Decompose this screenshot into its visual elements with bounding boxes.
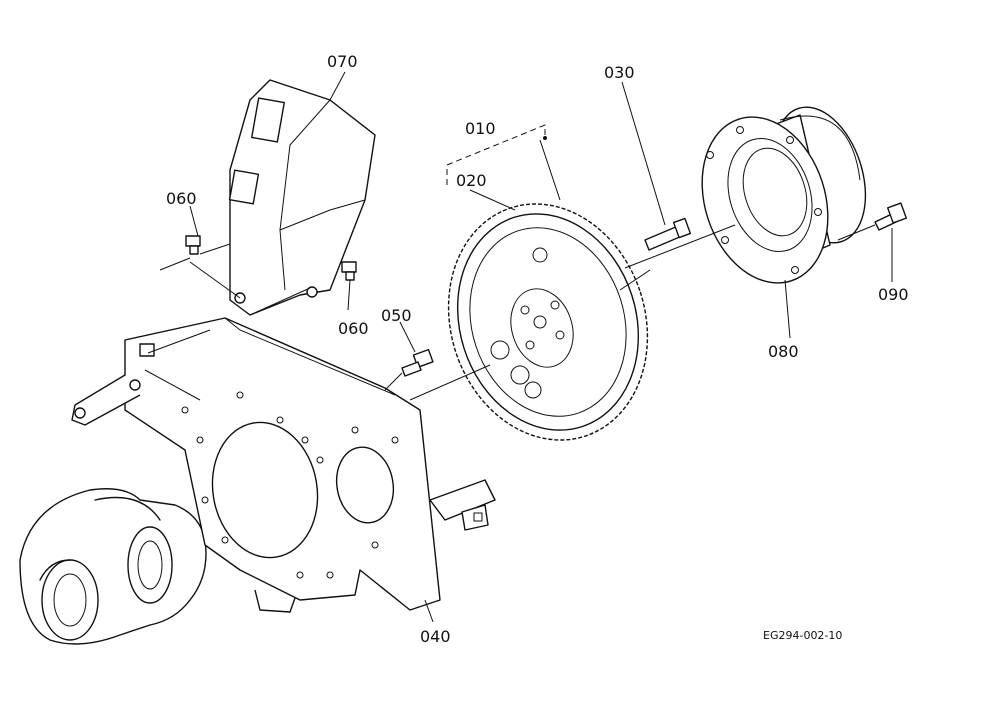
flywheel-cover [189,79,376,316]
label-020: 020 [456,171,487,190]
bolt-030 [644,217,692,251]
bearing-housing [701,106,867,284]
label-030: 030 [604,63,635,82]
label-080: 080 [768,342,799,361]
bolt-060-right [341,261,357,281]
label-060-right: 060 [338,319,369,338]
group-bracket-010 [446,124,546,185]
label-010: 010 [465,119,496,138]
figure-code: EG294-002-10 [763,629,842,642]
flywheel-ring-gear [447,203,649,441]
label-050: 050 [381,306,412,325]
crankshaft [19,488,207,645]
bolt-060-left [185,235,201,255]
label-070: 070 [327,52,358,71]
bolt-090 [874,202,908,231]
flywheel-housing-plate [71,317,496,613]
bolt-050 [384,348,434,391]
group-bracket-dot [543,136,547,140]
label-040: 040 [420,627,451,646]
center-lines [147,224,876,401]
label-060-left: 060 [166,189,197,208]
leader-lines [189,71,893,623]
label-090: 090 [878,285,909,304]
